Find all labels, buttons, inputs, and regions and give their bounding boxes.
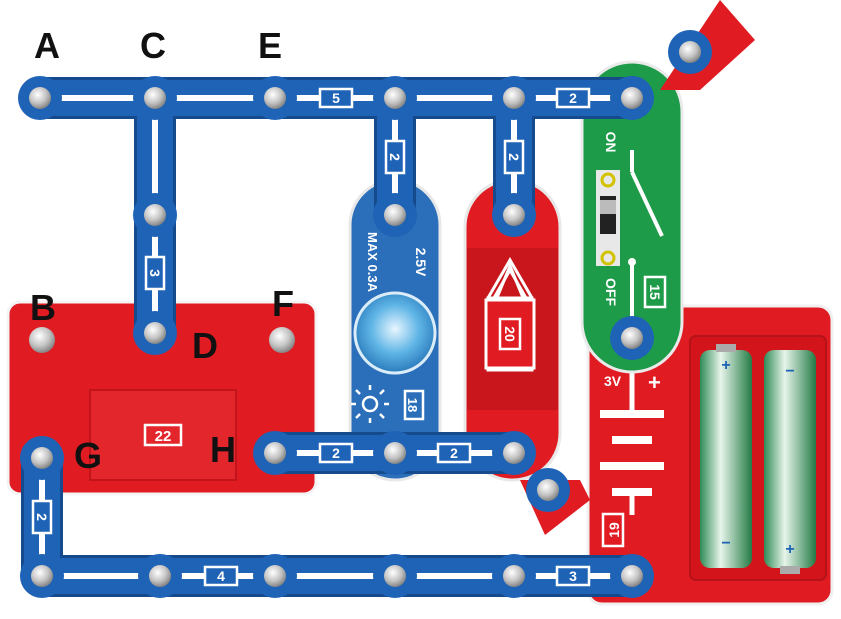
snap-jumper-top <box>668 30 712 74</box>
snap-h <box>253 431 297 475</box>
snap-bottom-4 <box>373 554 417 598</box>
switch-module-15: ON OFF 15 <box>580 60 684 374</box>
snap-top-lamp <box>373 76 417 120</box>
wire-tag-middle-right: 2 <box>436 442 472 464</box>
label-b: B <box>30 287 56 328</box>
cell-right-minus: − <box>785 363 794 380</box>
snap-e <box>253 76 297 120</box>
wire-tag-top-left: 5 <box>318 87 354 109</box>
lamp-bulb <box>353 291 437 375</box>
snap-connectors <box>18 30 712 598</box>
wire-tag-drop-speaker: 2 <box>503 139 525 175</box>
label-g: G <box>74 435 102 476</box>
snap-c <box>133 76 177 120</box>
svg-text:3: 3 <box>569 568 577 584</box>
ic-module-22: 22 <box>6 300 318 496</box>
wire-tag-middle-left: 2 <box>318 442 354 464</box>
light-icon <box>351 385 389 423</box>
snap-b <box>29 327 55 353</box>
svg-text:2: 2 <box>34 513 50 521</box>
snap-bottom-right <box>610 554 654 598</box>
snap-switch-bottom <box>610 316 654 360</box>
svg-text:5: 5 <box>332 90 340 106</box>
battery-voltage: 3V <box>604 373 622 389</box>
wire-tag-top-right: 2 <box>555 87 591 109</box>
lamp-voltage: 2.5V <box>413 248 429 277</box>
ic-module-number: 22 <box>155 428 172 445</box>
point-labels: A C E B F D G H <box>30 25 294 476</box>
snap-bottom-left <box>20 554 64 598</box>
snap-f <box>269 327 295 353</box>
label-d: D <box>192 325 218 366</box>
snap-lamp-bottom <box>373 431 417 475</box>
cell-right-plus: + <box>785 541 794 558</box>
speaker-module-number: 20 <box>502 326 518 342</box>
snap-g <box>20 436 64 480</box>
label-c: C <box>140 25 166 66</box>
switch-module-number: 15 <box>647 284 663 300</box>
battery-cell-right: − + <box>764 350 816 574</box>
battery-plus-sign: + <box>648 370 661 395</box>
svg-text:2: 2 <box>569 90 577 106</box>
cell-left-minus: − <box>721 535 730 552</box>
snap-bottom-5 <box>492 554 536 598</box>
wire-tag-vertical-g: 2 <box>31 499 53 535</box>
svg-text:2: 2 <box>450 445 458 461</box>
snap-speaker-bottom <box>492 431 536 475</box>
wire-tag-bottom-left: 4 <box>203 565 239 587</box>
lamp-module-18: 2.5V MAX 0.3A 18 <box>348 178 442 482</box>
svg-text:2: 2 <box>506 153 522 161</box>
lamp-current: MAX 0.3A <box>365 232 380 293</box>
snap-c-mid <box>133 193 177 237</box>
label-h: H <box>210 429 236 470</box>
snap-d <box>133 311 177 355</box>
battery-module-19: 3V + 19 + − − + <box>586 304 834 606</box>
switch-on-label: ON <box>603 132 619 153</box>
wire-tag-vertical-c: 3 <box>144 255 166 291</box>
snap-bottom-3 <box>253 554 297 598</box>
snap-top-switch <box>610 76 654 120</box>
snap-speaker-top <box>492 193 536 237</box>
svg-text:2: 2 <box>387 153 403 161</box>
snap-a <box>18 76 62 120</box>
svg-text:3: 3 <box>147 269 163 277</box>
battery-cell-left: + − <box>700 344 752 568</box>
label-a: A <box>34 25 60 66</box>
svg-text:4: 4 <box>217 568 225 584</box>
switch-off-label: OFF <box>603 278 619 306</box>
battery-module-number: 19 <box>606 522 622 538</box>
cell-left-plus: + <box>721 357 730 374</box>
label-e: E <box>258 25 282 66</box>
snap-bottom-2 <box>138 554 182 598</box>
snap-top-speaker <box>492 76 536 120</box>
wire-tag-bottom-right: 3 <box>555 565 591 587</box>
snap-jumper-bottom <box>526 468 570 512</box>
speaker-module-20: 20 <box>463 178 562 482</box>
label-f: F <box>272 283 294 324</box>
svg-text:2: 2 <box>332 445 340 461</box>
wire-tag-drop-lamp: 2 <box>384 139 406 175</box>
lamp-module-number: 18 <box>405 398 420 412</box>
wire-tags: 5 2 2 2 3 2 2 2 4 3 <box>31 87 591 587</box>
snap-lamp-top <box>373 193 417 237</box>
